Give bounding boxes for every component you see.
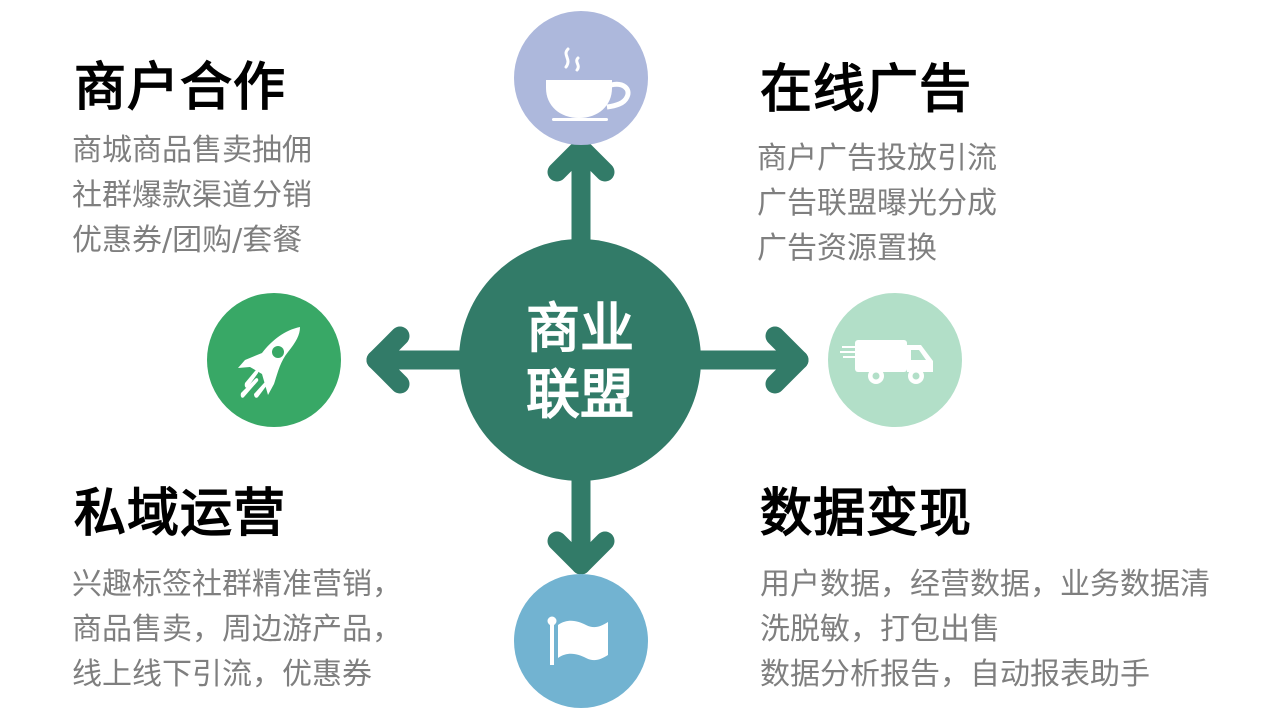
node-left bbox=[207, 293, 341, 427]
center-label-line2: 联盟 bbox=[526, 363, 634, 426]
node-right bbox=[828, 293, 962, 427]
desc-line: 商品售卖，周边游产品， bbox=[72, 612, 402, 647]
center-circle bbox=[459, 239, 701, 481]
section-title-online-ads: 在线广告 bbox=[760, 60, 973, 120]
section-title-merchant-cooperation: 商户合作 bbox=[74, 58, 287, 118]
desc-line: 广告联盟曝光分成 bbox=[757, 186, 997, 221]
center-label-line1: 商业 bbox=[526, 297, 634, 360]
arrow-right bbox=[680, 326, 809, 394]
desc-line: 广告资源置换 bbox=[757, 231, 937, 266]
desc-line: 社群爆款渠道分销 bbox=[72, 178, 312, 213]
section-desc-data-monetization: 用户数据，经营数据，业务数据清 洗脱敏，打包出售 数据分析报告，自动报表助手 bbox=[760, 562, 1210, 697]
desc-line: 数据分析报告，自动报表助手 bbox=[760, 657, 1150, 692]
desc-line: 优惠券/团购/套餐 bbox=[72, 223, 303, 258]
section-desc-merchant-cooperation: 商城商品售卖抽佣 社群爆款渠道分销 优惠券/团购/套餐 bbox=[72, 128, 312, 263]
desc-line: 商户广告投放引流 bbox=[757, 141, 997, 176]
section-desc-private-domain: 兴趣标签社群精准营销， 商品售卖，周边游产品， 线上线下引流，优惠券 bbox=[72, 562, 402, 697]
center-label: 商业 联盟 bbox=[480, 296, 680, 428]
arrows bbox=[366, 138, 809, 575]
desc-line: 商城商品售卖抽佣 bbox=[72, 133, 312, 168]
desc-line: 洗脱敏，打包出售 bbox=[760, 612, 1000, 647]
arrow-left bbox=[366, 326, 480, 394]
section-desc-online-ads: 商户广告投放引流 广告联盟曝光分成 广告资源置换 bbox=[757, 136, 997, 271]
coffee-cup-icon bbox=[546, 47, 631, 121]
node-bottom bbox=[514, 574, 648, 708]
node-top bbox=[514, 11, 648, 145]
delivery-truck-icon bbox=[840, 340, 933, 384]
section-title-data-monetization: 数据变现 bbox=[760, 484, 973, 544]
desc-line: 线上线下引流，优惠券 bbox=[72, 657, 372, 692]
flag-icon bbox=[547, 616, 608, 665]
desc-line: 用户数据，经营数据，业务数据清 bbox=[760, 567, 1210, 602]
arrow-down bbox=[547, 460, 615, 575]
rocket-icon bbox=[238, 327, 300, 398]
desc-line: 兴趣标签社群精准营销， bbox=[72, 567, 402, 602]
arrow-up bbox=[547, 138, 615, 260]
section-title-private-domain: 私域运营 bbox=[74, 484, 287, 544]
